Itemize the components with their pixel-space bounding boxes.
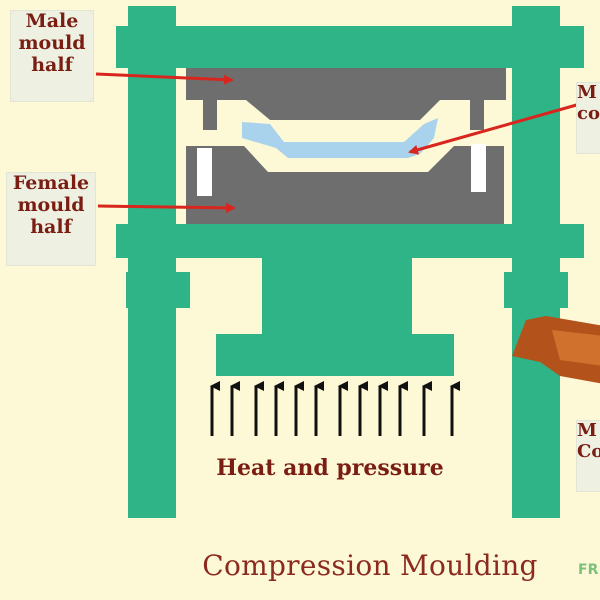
moulding-compound-label-bottom: M Co <box>576 420 600 492</box>
material-hopper-face <box>552 330 600 366</box>
pointer-arrow-male <box>95 72 234 85</box>
brand-watermark: FR <box>578 562 599 578</box>
right-column <box>512 6 560 518</box>
female-pin-slot-left <box>197 148 212 196</box>
male-guide-pin-left <box>203 96 217 130</box>
male-mould-half <box>186 68 506 130</box>
heat-pressure-arrows <box>210 381 460 436</box>
left-collar <box>126 272 190 308</box>
ram-platen <box>216 334 454 376</box>
pointer-arrow-female <box>97 202 236 213</box>
top-crossbeam <box>116 26 584 68</box>
pointer-arrows <box>95 72 581 213</box>
material-hopper <box>512 316 600 384</box>
left-column <box>128 6 176 518</box>
heat-and-pressure-label: Heat and pressure <box>216 455 444 481</box>
diagram-title: Compression Moulding <box>202 549 538 582</box>
press-frame <box>116 6 584 518</box>
moulding-compound-label-top: M co <box>576 82 600 154</box>
male-guide-pin-right <box>470 96 484 130</box>
female-mould-half <box>186 144 504 224</box>
pointer-arrow-material <box>408 102 581 155</box>
female-mould-half-label: Female mould half <box>6 172 96 266</box>
moulding-material <box>242 118 438 158</box>
right-collar <box>504 272 568 308</box>
ram-stem <box>262 250 412 340</box>
male-mould-half-label: Male mould half <box>10 10 94 102</box>
female-pin-slot-right <box>471 144 486 192</box>
